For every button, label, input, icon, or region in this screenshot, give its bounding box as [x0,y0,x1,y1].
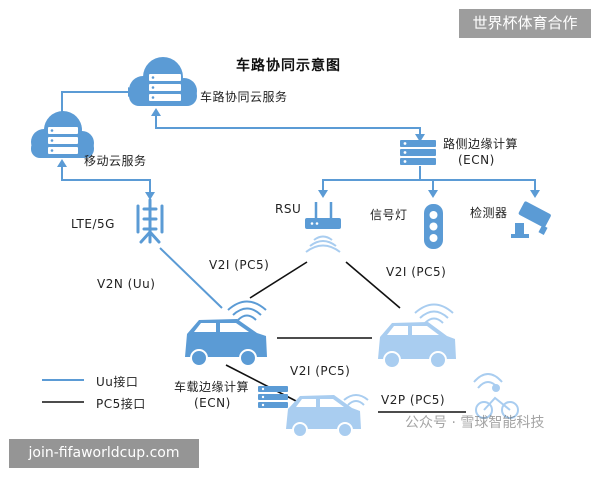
vehicle-ecn-sublabel: (ECN) [194,396,231,410]
edge-ecn-label: 路侧边缘计算 [443,137,519,151]
cloud-main-label: 车路协同云服务 [200,90,288,104]
edge-ecn-sublabel: (ECN) [458,153,495,167]
uu-connections [57,87,540,309]
cloud-mobile-to-tower-link [61,163,151,196]
bottom-left-watermark: join-fifaworldcup.com [9,439,199,468]
v2i-right-link [345,261,401,309]
legend-pc5-label: PC5接口 [96,397,146,411]
signal-light-label: 信号灯 [370,208,408,222]
vehicle-icon [378,303,456,369]
cloud-server-icon [31,111,94,158]
server-stack-icon [258,386,288,408]
v2i-left-link [249,261,308,299]
vehicle-icon [185,300,267,367]
faint-watermark: 公众号 · 雪球智能科技 [405,415,545,431]
cell-tower-icon [136,198,164,244]
cloud-mobile-label: 移动云服务 [84,154,147,168]
v2i-bottom-label: V2I (PC5) [290,364,351,378]
v2i-left-label: V2I (PC5) [209,258,270,272]
server-stack-icon [400,140,436,165]
v2n-link [159,247,223,309]
camera-detector-icon [511,201,551,238]
rsu-router-icon [305,202,341,253]
vehicle-icon [286,394,369,438]
legend [42,379,84,403]
v2p-label: V2P (PC5) [381,393,446,407]
traffic-light-icon [424,204,443,249]
cloud-main-to-ecn-link [155,112,421,138]
cyclist-icon [473,373,519,419]
legend-uu-label: Uu接口 [96,375,139,389]
diagram-title: 车路协同示意图 [236,58,341,74]
top-right-watermark: 世界杯体育合作 [459,9,591,38]
rsu-label: RSU [275,202,302,216]
vehicle-ecn-label: 车载边缘计算 [174,380,250,394]
v2n-label: V2N (Uu) [97,277,156,291]
cloud-server-icon [129,57,197,106]
v2i-right-label: V2I (PC5) [386,265,447,279]
cell-tower-label: LTE/5G [71,217,115,231]
detector-label: 检测器 [470,206,508,220]
ecn-branch-link [322,179,536,194]
